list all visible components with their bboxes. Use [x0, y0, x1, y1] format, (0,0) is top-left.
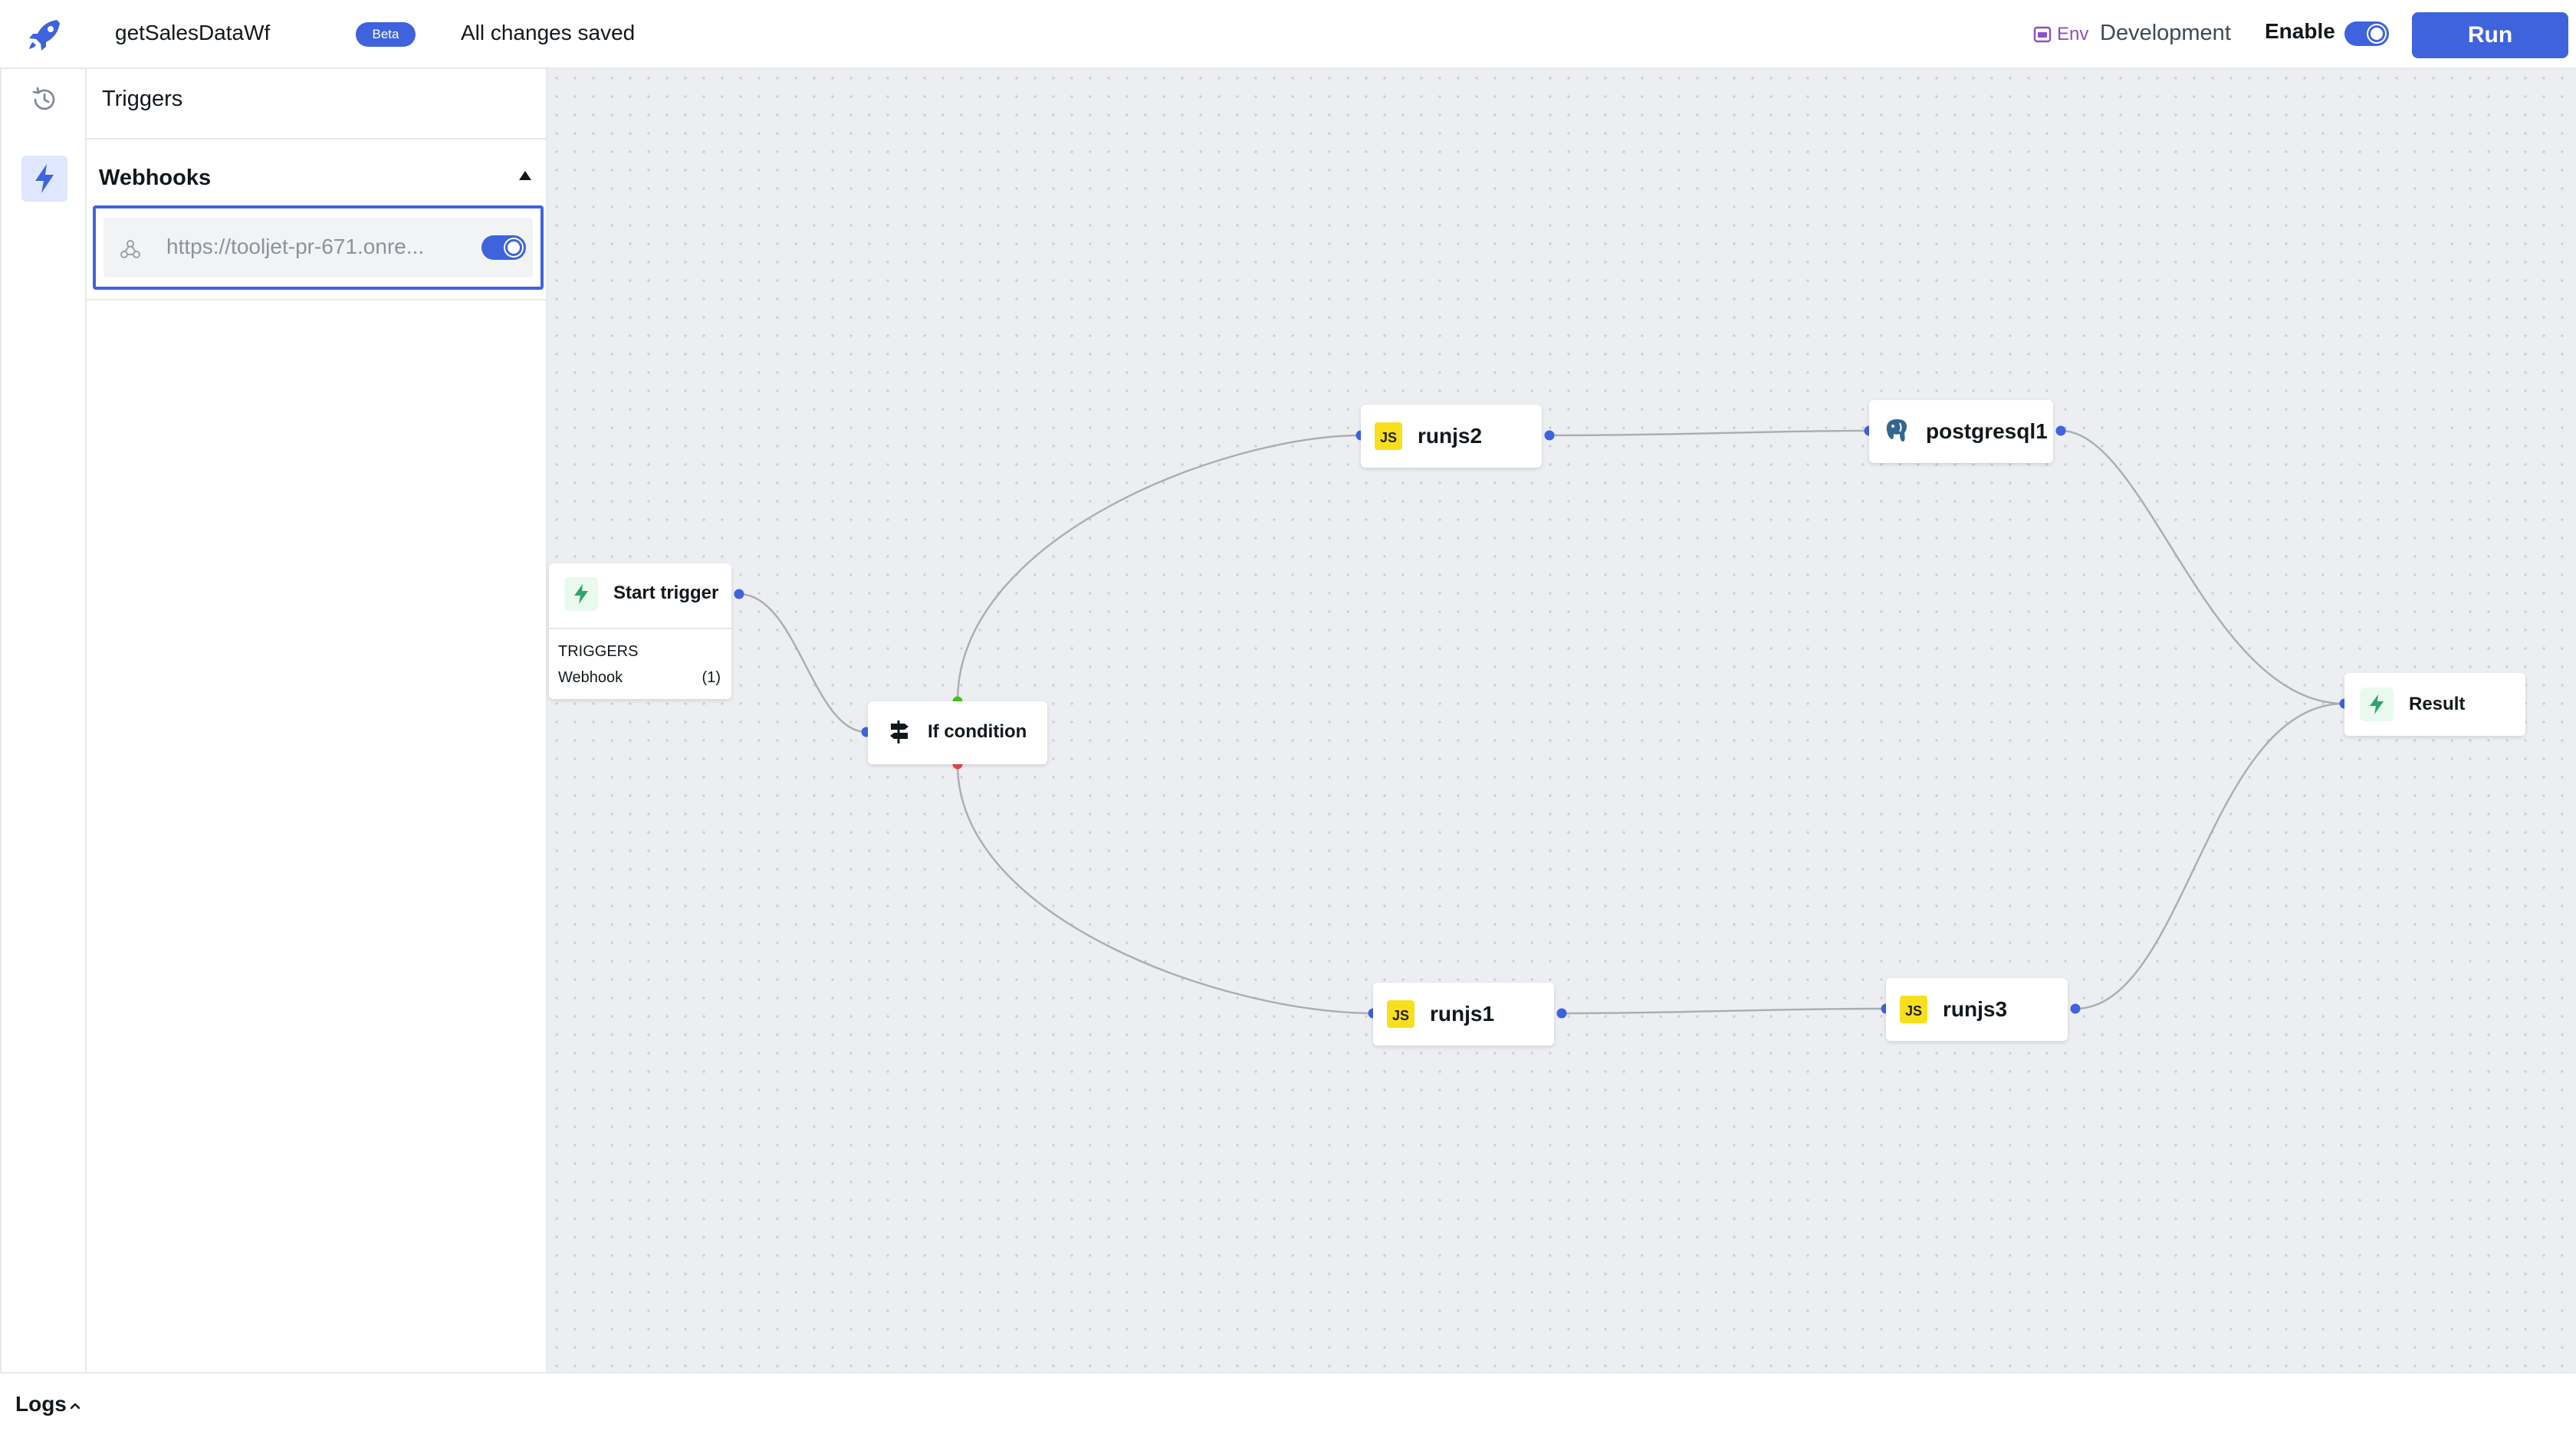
environment-selector[interactable]: Development	[2100, 21, 2231, 45]
beta-badge: Beta	[356, 22, 416, 47]
rocket-logo-icon[interactable]	[26, 17, 63, 52]
node-label: Start trigger	[613, 583, 719, 603]
enable-label: Enable	[2265, 19, 2335, 43]
triggers-heading: TRIGGERS	[558, 643, 639, 660]
node-label: Result	[2409, 694, 2466, 714]
lightning-icon	[564, 577, 598, 611]
node-postgresql1[interactable]: postgresql1	[1869, 400, 2053, 463]
trigger-summary: TRIGGERS Webhook (1)	[549, 628, 731, 699]
webhook-url: https://tooljet-pr-671.onre...	[166, 235, 425, 258]
run-button[interactable]: Run	[2412, 12, 2568, 58]
logs-toggle[interactable]: Logs	[15, 1392, 67, 1416]
webhooks-section-title[interactable]: Webhooks	[99, 166, 212, 190]
collapse-caret-icon[interactable]	[519, 171, 531, 180]
lightning-icon	[2360, 688, 2394, 721]
workflow-name[interactable]: getSalesDataWf	[115, 21, 271, 44]
workflow-canvas[interactable]	[547, 69, 2576, 1372]
save-status: All changes saved	[461, 21, 636, 44]
node-runjs2[interactable]: JS runjs2	[1361, 405, 1542, 468]
node-label: If condition	[928, 721, 1027, 742]
trigger-count: (1)	[702, 669, 721, 686]
trigger-name: Webhook	[558, 669, 623, 686]
node-runjs1[interactable]: JS runjs1	[1373, 983, 1554, 1045]
node-result[interactable]: Result	[2344, 673, 2525, 736]
webhook-item[interactable]: https://tooljet-pr-671.onre...	[93, 205, 544, 290]
toggle-knob	[505, 239, 522, 256]
webhook-icon	[120, 240, 140, 258]
top-bar: getSalesDataWf Beta All changes saved En…	[0, 0, 2576, 69]
javascript-icon: JS	[1900, 996, 1927, 1023]
triggers-tab[interactable]	[21, 156, 67, 202]
node-label: postgresql1	[1926, 419, 2048, 443]
panel-header: Triggers	[87, 69, 546, 140]
panel-title: Triggers	[102, 87, 183, 111]
node-label: runjs2	[1418, 424, 1483, 448]
node-if-condition[interactable]: If condition	[868, 701, 1047, 764]
javascript-icon: JS	[1387, 1000, 1414, 1028]
webhook-toggle[interactable]	[481, 235, 526, 260]
postgresql-icon	[1886, 419, 1907, 441]
webhook-row[interactable]: https://tooljet-pr-671.onre...	[104, 218, 533, 277]
node-label: runjs1	[1430, 1002, 1495, 1026]
divider	[87, 299, 547, 300]
node-start-trigger[interactable]: Start trigger TRIGGERS Webhook (1)	[549, 563, 731, 699]
triggers-panel: Triggers Webhooks https://tooljet-pr-671…	[87, 69, 547, 1372]
javascript-icon: JS	[1375, 422, 1402, 450]
env-label: Env	[2057, 24, 2089, 44]
lightning-icon	[35, 164, 54, 193]
node-runjs3[interactable]: JS runjs3	[1886, 978, 2068, 1041]
environment-icon	[2033, 26, 2052, 43]
history-icon[interactable]	[30, 85, 59, 114]
chevron-up-icon[interactable]	[69, 1400, 81, 1412]
toggle-knob	[2368, 25, 2385, 42]
enable-toggle[interactable]	[2344, 21, 2389, 46]
condition-branch-icon	[890, 720, 909, 743]
left-icon-rail	[0, 69, 87, 1372]
logs-bar[interactable]: Logs	[0, 1372, 2576, 1441]
node-label: runjs3	[1943, 997, 2008, 1021]
